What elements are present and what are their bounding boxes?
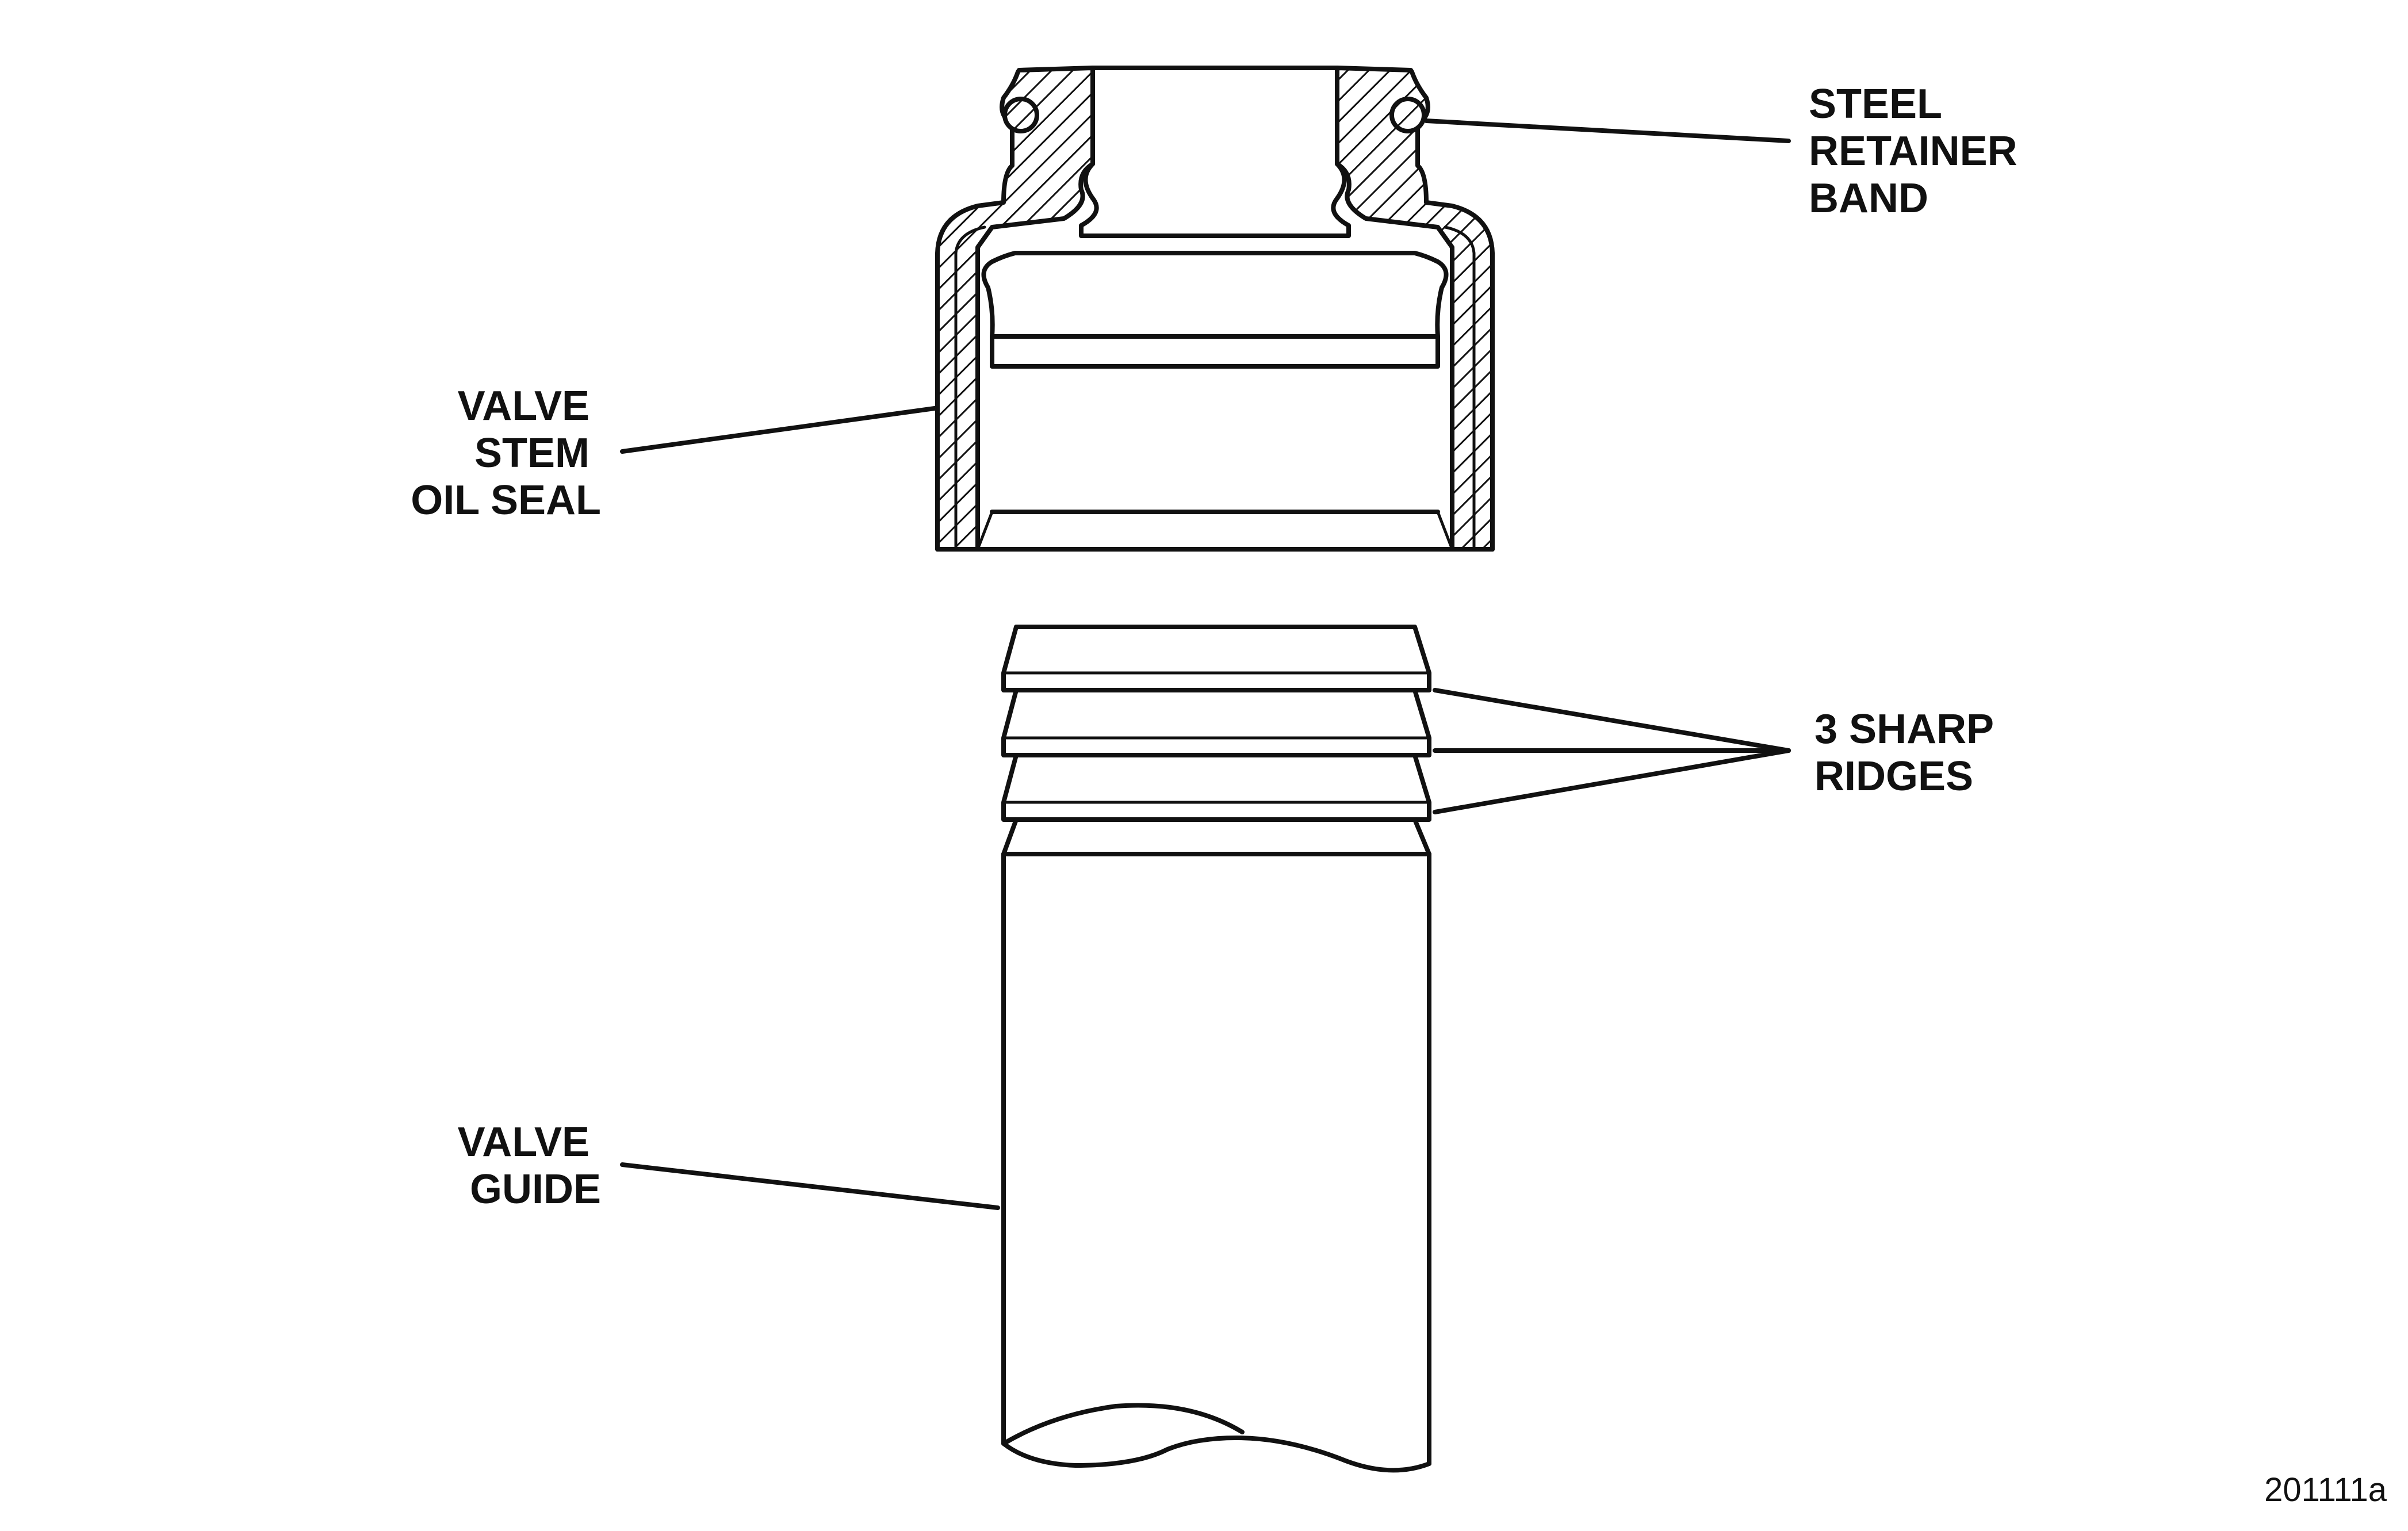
seal-case-left bbox=[954, 225, 986, 551]
label-line: VALVE bbox=[458, 383, 589, 429]
label-line: VALVE bbox=[458, 1119, 589, 1165]
seal-inner-lip-upper bbox=[1079, 162, 1351, 238]
label-line: RIDGES bbox=[1814, 753, 1973, 799]
retainer-band-left bbox=[1002, 97, 1039, 133]
arrow-ridge-1 bbox=[1433, 688, 1791, 753]
label-sharp-ridges: 3 SHARP RIDGES bbox=[1814, 706, 2005, 799]
figure-number: 201111a bbox=[2264, 1471, 2387, 1509]
valve-stem-oil-seal bbox=[935, 66, 1495, 552]
label-line: RETAINER bbox=[1809, 128, 2017, 174]
label-steel-retainer-band: STEEL RETAINER BAND bbox=[1809, 81, 2029, 221]
label-line: STEEL bbox=[1809, 81, 1942, 127]
arrow-valve-guide bbox=[620, 1162, 1000, 1210]
guide-break-curve bbox=[1001, 1403, 1245, 1446]
ridge-3 bbox=[1001, 817, 1431, 856]
label-line: GUIDE bbox=[470, 1166, 601, 1212]
label-line: OIL SEAL bbox=[411, 477, 601, 523]
arrow-ridge-3 bbox=[1433, 748, 1791, 814]
seal-inner-band bbox=[990, 334, 1440, 369]
leader-lines bbox=[620, 118, 1791, 1210]
label-valve-stem-oil-seal: VALVE STEM OIL SEAL bbox=[411, 383, 601, 523]
ridge-2 bbox=[1001, 753, 1431, 822]
label-line: 3 SHARP bbox=[1814, 706, 1993, 752]
seal-inner-lip-lower bbox=[981, 251, 1449, 339]
seal-case-right bbox=[1444, 225, 1476, 551]
valve-guide bbox=[1001, 625, 1431, 1473]
arrow-oil-seal bbox=[620, 406, 937, 454]
seal-bottom-chamfer-left bbox=[976, 510, 994, 551]
label-valve-guide: VALVE GUIDE bbox=[458, 1119, 601, 1212]
seal-bottom-chamfer-right bbox=[1436, 510, 1454, 551]
retainer-band-right bbox=[1389, 97, 1426, 133]
arrow-retainer-band bbox=[1424, 118, 1791, 143]
guide-body bbox=[1001, 852, 1431, 1473]
guide-top-block bbox=[1001, 625, 1431, 692]
ridge-1 bbox=[1001, 688, 1431, 757]
seal-left-shell bbox=[935, 66, 1095, 552]
seal-right-shell bbox=[1335, 66, 1495, 552]
label-line: STEM bbox=[474, 430, 589, 476]
label-line: BAND bbox=[1809, 175, 1928, 221]
